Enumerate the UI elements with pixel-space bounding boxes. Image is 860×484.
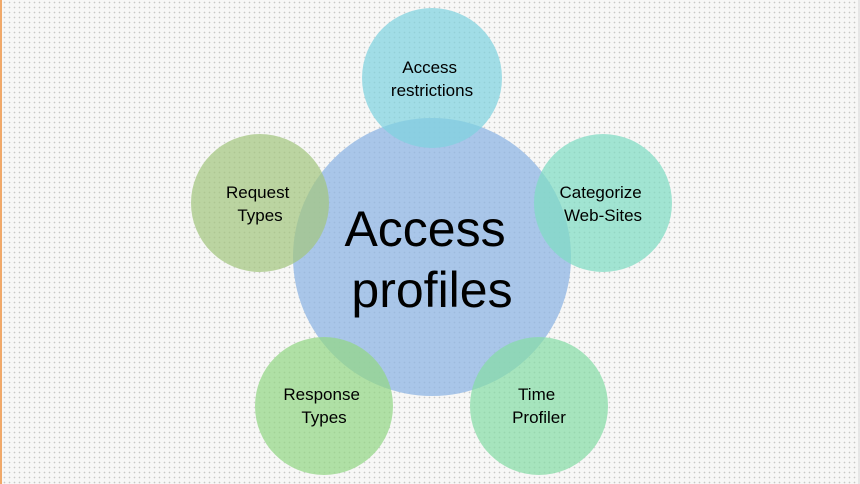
satellite-circle-request-types xyxy=(191,134,329,272)
label-access-restrictions-line-2: restrictions xyxy=(391,81,473,100)
center-label-line-1: Access xyxy=(344,201,505,257)
label-categorize-web-sites-line-2: Web-Sites xyxy=(564,206,642,225)
label-categorize-web-sites-line-1: Categorize xyxy=(560,183,642,202)
slide-right-edge xyxy=(858,0,860,484)
satellite-circle-access-restrictions xyxy=(362,8,502,148)
satellite-circle-categorize-web-sites xyxy=(534,134,672,272)
satellite-circle-response-types xyxy=(255,337,393,475)
center-circle xyxy=(293,118,571,396)
label-request-types-line-1: Request xyxy=(226,183,290,202)
center-label: Access profiles xyxy=(344,201,519,318)
label-access-restrictions: Access restrictions xyxy=(391,58,473,100)
label-request-types-line-2: Types xyxy=(237,206,282,225)
satellite-circle-time-profiler xyxy=(470,337,608,475)
label-response-types-line-2: Types xyxy=(301,408,346,427)
label-access-restrictions-line-1: Access xyxy=(402,58,457,77)
center-label-line-2: profiles xyxy=(351,262,512,318)
label-categorize-web-sites: Categorize Web-Sites xyxy=(560,183,647,225)
label-time-profiler: Time Profiler xyxy=(512,385,566,427)
label-response-types-line-1: Response xyxy=(283,385,360,404)
label-response-types: Response Types xyxy=(283,385,364,427)
label-request-types: Request Types xyxy=(226,183,294,225)
label-time-profiler-line-1: Time xyxy=(518,385,555,404)
label-time-profiler-line-2: Profiler xyxy=(512,408,566,427)
